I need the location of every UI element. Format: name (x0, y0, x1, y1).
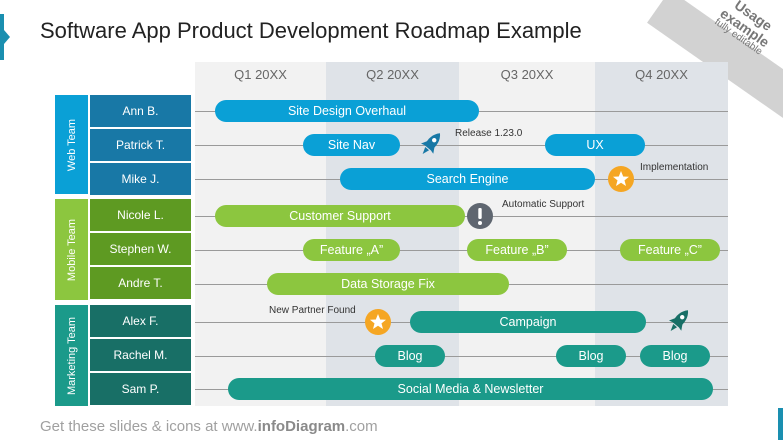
task-bar[interactable]: Blog (640, 345, 710, 367)
row-line (195, 145, 728, 146)
milestone-note: Automatic Support (502, 199, 585, 210)
quarter-label: Q3 20XX (500, 67, 554, 82)
task-bar[interactable]: Campaign (410, 311, 646, 333)
task-bar[interactable]: Feature „A” (303, 239, 400, 261)
quarter-label: Q1 20XX (234, 67, 287, 82)
accent-arrow (4, 30, 10, 44)
row-line (195, 356, 728, 357)
task-bar[interactable]: Site Design Overhaul (215, 100, 479, 122)
footer-prefix: Get these slides & icons at www. (40, 418, 258, 435)
milestone-note: New Partner Found (269, 305, 356, 316)
person-row: Sam P. (90, 373, 191, 405)
team-label: Mobile Team (65, 218, 78, 281)
person-row: Rachel M. (90, 339, 191, 371)
task-bar[interactable]: Customer Support (215, 205, 465, 227)
quarter-label: Q4 20XX (635, 67, 688, 82)
task-bar[interactable]: UX (545, 134, 645, 156)
milestone-note: Release 1.23.0 (455, 128, 523, 139)
footer-brand: infoDiagram (257, 418, 346, 435)
rocket-icon (421, 133, 441, 154)
team-label: Web Team (65, 118, 78, 171)
person-row: Nicole L. (90, 199, 191, 231)
team-web: Web Team (55, 95, 88, 194)
rocket-icon (669, 310, 689, 331)
person-row: Ann B. (90, 95, 191, 127)
task-bar[interactable]: Search Engine (340, 168, 595, 190)
page-title: Software App Product Development Roadmap… (40, 18, 582, 43)
milestone-note: Implementation (640, 162, 709, 173)
footer-suffix: .com (345, 418, 378, 435)
person-row: Alex F. (90, 305, 191, 337)
accent-bar-bottom (778, 408, 783, 440)
task-bar[interactable]: Feature „C” (620, 239, 720, 261)
task-bar[interactable]: Blog (375, 345, 445, 367)
accent-bar (0, 14, 4, 60)
person-row: Mike J. (90, 163, 191, 195)
person-row: Stephen W. (90, 233, 191, 265)
star-icon (365, 309, 391, 335)
footer-text: Get these slides & icons at www.infoDiag… (40, 418, 378, 435)
task-bar[interactable]: Social Media & Newsletter (228, 378, 713, 400)
team-label: Marketing Team (65, 316, 78, 395)
person-row: Patrick T. (90, 129, 191, 161)
task-bar[interactable]: Data Storage Fix (267, 273, 509, 295)
row-line (195, 250, 728, 251)
team-marketing: Marketing Team (55, 305, 88, 406)
quarter-label: Q2 20XX (366, 67, 419, 82)
person-row: Andre T. (90, 267, 191, 299)
exclamation-icon (467, 203, 493, 229)
team-mobile: Mobile Team (55, 199, 88, 300)
task-bar[interactable]: Feature „B” (467, 239, 567, 261)
task-bar[interactable]: Site Nav (303, 134, 400, 156)
task-bar[interactable]: Blog (556, 345, 626, 367)
star-icon (608, 166, 634, 192)
